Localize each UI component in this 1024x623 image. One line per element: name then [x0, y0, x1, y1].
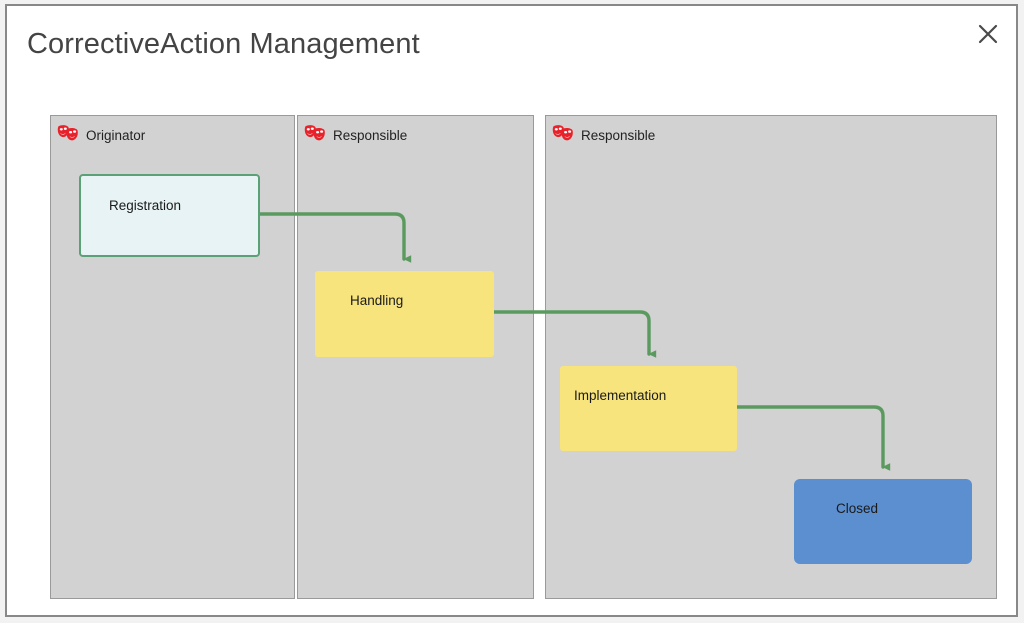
node-registration[interactable]: Registration	[79, 174, 260, 257]
dialog-title-bar: CorrectiveAction Management	[7, 6, 1016, 92]
role-masks-icon	[304, 124, 326, 147]
node-label: Closed	[836, 501, 879, 516]
swimlane-label: Originator	[86, 127, 146, 143]
role-masks-icon	[57, 124, 79, 147]
node-label: Registration	[109, 198, 182, 213]
page-title: CorrectiveAction Management	[27, 28, 420, 60]
swimlane-header: Responsible	[552, 124, 655, 146]
node-label: Implementation	[574, 388, 667, 403]
role-masks-icon	[552, 124, 574, 147]
node-closed[interactable]: Closed	[794, 479, 972, 564]
node-label: Handling	[350, 293, 404, 308]
swimlane-label: Responsible	[333, 127, 408, 143]
swimlane-responsible-1[interactable]: Responsible	[297, 115, 534, 599]
swimlane-label: Responsible	[581, 127, 656, 143]
node-implementation[interactable]: Implementation	[560, 366, 737, 451]
swimlane-header: Originator	[57, 124, 145, 146]
corrective-action-dialog: CorrectiveAction Management	[5, 4, 1018, 617]
node-handling[interactable]: Handling	[315, 271, 494, 357]
close-icon	[977, 23, 999, 45]
close-button[interactable]	[971, 17, 1005, 51]
swimlane-header: Responsible	[304, 124, 407, 146]
diagram-canvas: Originator	[7, 6, 1016, 615]
